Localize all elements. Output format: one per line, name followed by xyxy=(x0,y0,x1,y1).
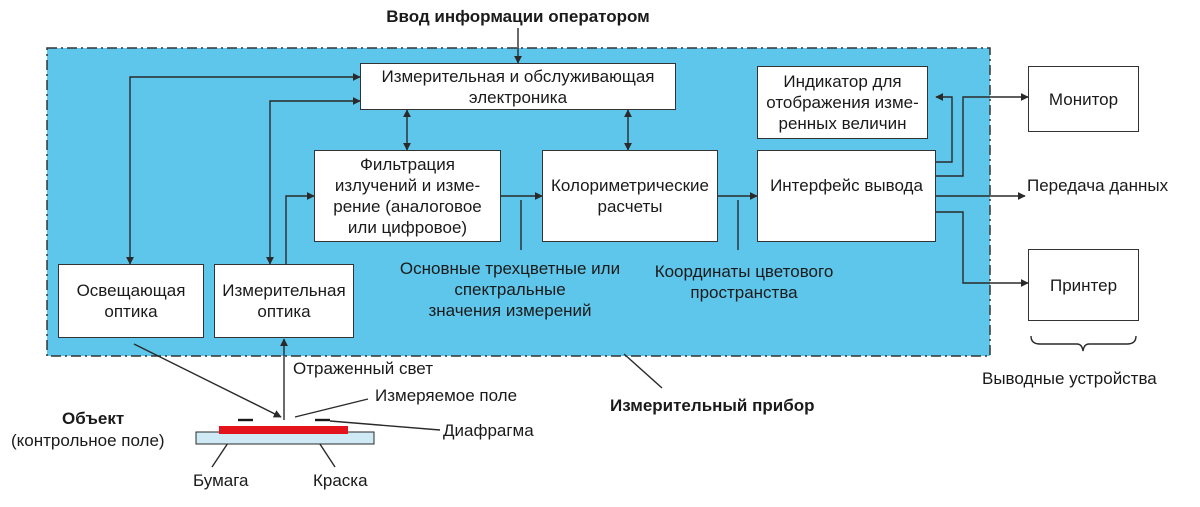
printer-box: Принтер xyxy=(1028,249,1139,321)
leader-aperture xyxy=(329,420,441,431)
color-space-coordinates-label: Координаты цветового пространства xyxy=(654,262,834,302)
measured-field-label: Измеряемое поле xyxy=(375,386,518,405)
data-transfer-label: Передача данных xyxy=(1027,176,1169,195)
output-devices-brace xyxy=(1030,335,1137,352)
measuring-device-label: Измерительный прибор xyxy=(610,396,815,415)
ink-label: Краска xyxy=(313,471,368,490)
link-interface-monitor xyxy=(936,93,1029,177)
tristimulus-values-label: Основные трехцветные или спектральные зн… xyxy=(399,259,621,320)
object-title-label: Объект xyxy=(62,409,125,428)
output-interface-box: Интерфейс вывода xyxy=(757,150,936,242)
paper-label: Бумага xyxy=(193,471,249,490)
leader-device-label xyxy=(623,353,663,389)
link-interface-indicator xyxy=(935,93,953,163)
link-electronics-illum xyxy=(126,73,361,265)
measuring-optics-box: Измерительная оптика xyxy=(214,264,354,338)
colorimetric-box: Колориметрические расчеты xyxy=(542,150,718,242)
link-meas-filtration xyxy=(285,192,315,264)
output-devices-label: Выводные устройства xyxy=(982,369,1157,388)
aperture-label: Диафрагма xyxy=(443,421,534,440)
ink-layer xyxy=(219,426,348,434)
illuminating-optics-box: Освещающая оптика xyxy=(58,264,204,338)
leader-measured-field xyxy=(294,398,369,418)
leader-paper xyxy=(211,442,229,468)
electronics-box: Измерительная и обслуживающая электроник… xyxy=(360,63,676,110)
monitor-box: Монитор xyxy=(1028,66,1139,132)
link-interface-printer xyxy=(936,211,1029,287)
reflected-light-label: Отраженный свет xyxy=(293,359,433,378)
illumination-ray xyxy=(133,343,282,418)
link-electronics-meas xyxy=(266,97,361,265)
operator-input-label: Ввод информации оператором xyxy=(386,7,650,26)
indicator-box: Индикатор для отображения изме- ренных в… xyxy=(757,66,928,139)
object-subtitle-label: (контрольное поле) xyxy=(11,431,165,450)
filtration-box: Фильтрация излучений и изме- рение (анал… xyxy=(314,150,501,242)
